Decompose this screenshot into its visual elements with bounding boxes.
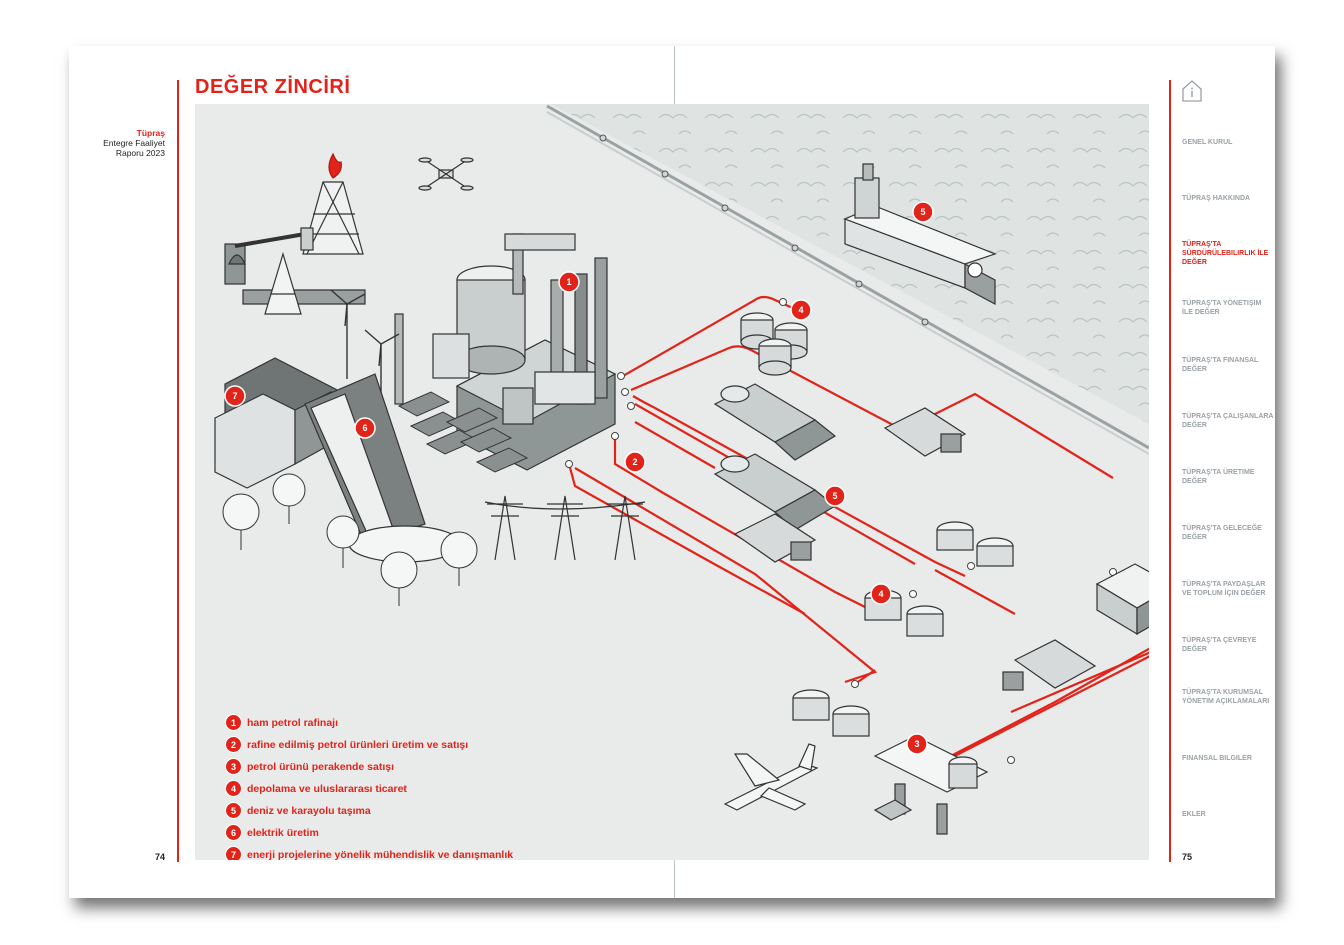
marker-2	[624, 451, 646, 473]
brand-line1: Entegre Faaliyet	[103, 138, 165, 148]
legend-text: depolama ve uluslararası ticaret	[247, 783, 407, 795]
nav-cevreye-deger[interactable]: Tüpraş'ta Çevreye Değer	[1182, 637, 1257, 653]
marker-4-terminal	[870, 583, 892, 605]
value-chain-illustration: 1 2 3 4 4 5 5 6 7 1	[195, 104, 1149, 860]
right-red-rule	[1169, 80, 1171, 862]
refinery-complex	[394, 233, 617, 471]
nav-yonetisim[interactable]: Tüpraş'ta Yönetişim İle Değer	[1182, 300, 1262, 316]
marker-1-label: 1	[566, 277, 571, 287]
marker-4-storage-label: 4	[798, 305, 803, 315]
legend-text: petrol ürünü perakende satışı	[247, 761, 395, 773]
shoreline	[546, 104, 1149, 450]
marker-7	[224, 385, 246, 407]
gas-station	[873, 735, 989, 835]
trains	[713, 383, 837, 531]
bollards	[599, 134, 929, 326]
legend-text: deniz ve karayolu taşıma	[247, 805, 371, 817]
marker-3-label: 3	[914, 739, 919, 749]
marker-6	[354, 417, 376, 439]
marker-3	[906, 733, 928, 755]
legend-badge: 1	[225, 714, 242, 731]
storage-tanks	[740, 312, 808, 376]
marker-5-ship	[912, 201, 934, 223]
legend-badge: 6	[225, 824, 242, 841]
legend-badge: 4	[225, 780, 242, 797]
nav-kurumsal-yonetim[interactable]: Tüpraş'ta Kurumsal Yönetim Açıklamaları	[1182, 689, 1270, 705]
marker-5-train	[824, 485, 846, 507]
legend-badge: 2	[225, 736, 242, 753]
report-spread: Tüpraş Entegre Faaliyet Raporu 2023 DEĞE…	[69, 46, 1275, 898]
home-icon[interactable]	[1181, 79, 1203, 108]
solar-panels	[397, 391, 529, 473]
power-pylons	[484, 495, 646, 561]
nav-finansal-bilgiler[interactable]: Finansal Bilgiler	[1182, 755, 1252, 762]
legend-badge: 5	[225, 802, 242, 819]
legend-text: ham petrol rafinajı	[247, 717, 339, 729]
pipe-nodes	[565, 298, 1117, 764]
nav-genel-kurul[interactable]: Genel Kurul	[1182, 139, 1233, 146]
oil-derrick	[302, 152, 364, 255]
tanker-ship	[843, 163, 997, 305]
tanker-trucks	[733, 407, 1097, 691]
nav-ekler[interactable]: Ekler	[1182, 811, 1206, 818]
trees	[222, 473, 478, 606]
legend-badge: 3	[225, 758, 242, 775]
marker-5-train-label: 5	[832, 491, 837, 501]
terminals	[792, 521, 1014, 737]
legend-text: elektrik üretim	[247, 827, 319, 839]
sea-waves	[551, 104, 1149, 424]
nav-surdurulebilirlik[interactable]: Tüpraş'ta Sürdürülebilirlik İle Değer	[1182, 241, 1269, 266]
marker-2-label: 2	[632, 457, 637, 467]
marker-6-label: 6	[362, 423, 367, 433]
page-number-right: 75	[1182, 852, 1193, 862]
page-title: DEĞER ZİNCİRİ	[195, 76, 351, 98]
nav-finansal-deger[interactable]: Tüpraş'ta Finansal Değer	[1182, 357, 1259, 373]
brand-name: Tüpraş	[136, 128, 165, 138]
shop-building	[1095, 563, 1149, 636]
marker-5-ship-label: 5	[920, 207, 925, 217]
page-number-left: 74	[155, 852, 166, 862]
report-brand: Tüpraş Entegre Faaliyet Raporu 2023	[103, 128, 165, 158]
nav-gelecege-deger[interactable]: Tüpraş'ta Geleceğe Değer	[1182, 525, 1262, 541]
legend-text: enerji projelerine yönelik mühendislik v…	[247, 849, 514, 860]
nav-tupras-hakkinda[interactable]: Tüpraş Hakkında	[1182, 195, 1251, 202]
hydro-dam	[214, 357, 462, 563]
pumpjack	[224, 227, 366, 315]
marker-7-label: 7	[232, 391, 237, 401]
nav-uretime-deger[interactable]: Tüpraş'ta Üretime Değer	[1182, 469, 1255, 485]
legend-badge: 7	[225, 846, 242, 860]
airplane	[723, 743, 819, 811]
left-red-rule	[177, 80, 179, 862]
nav-calisanlara-deger[interactable]: Tüpraş'ta Çalışanlara Değer	[1182, 413, 1274, 429]
marker-4-terminal-label: 4	[878, 589, 883, 599]
nav-paydaslar[interactable]: Tüpraş'ta Paydaşlar ve Toplum İçin Değer	[1182, 581, 1266, 597]
map-markers: 1 2 3 4 4 5 5 6 7	[224, 201, 934, 755]
marker-4-storage	[790, 299, 812, 321]
isometric-scene: 1 2 3 4 4 5 5 6 7	[214, 104, 1149, 835]
legend-text: rafine edilmiş petrol ürünleri üretim ve…	[247, 739, 469, 751]
drone	[418, 157, 474, 191]
marker-1	[558, 271, 580, 293]
brand-line2: Raporu 2023	[115, 148, 165, 158]
